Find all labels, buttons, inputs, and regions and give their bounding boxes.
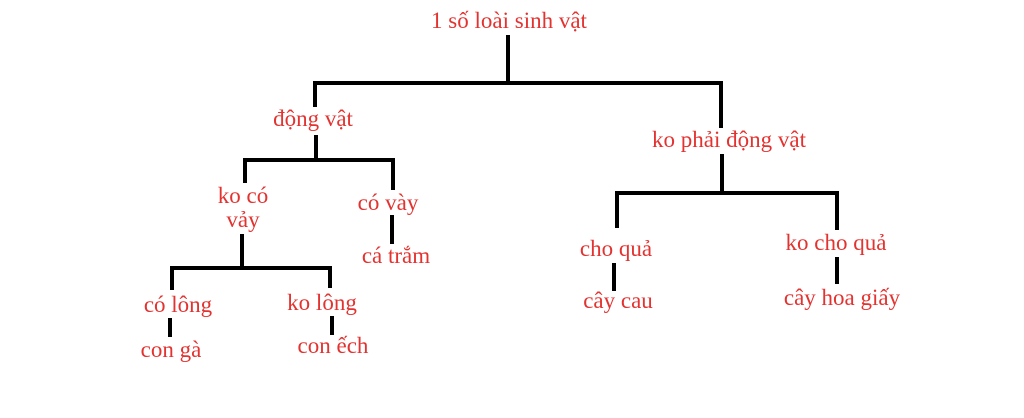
line-stem-co-vay [390, 215, 394, 244]
line-level1-horizontal [313, 81, 723, 85]
line-drop-ko-phai-dong-vat [719, 81, 723, 128]
line-drop-ko-long [328, 266, 332, 288]
node-ko-cho-qua: ko cho quả [785, 230, 887, 255]
line-drop-ko-co-vay [243, 158, 247, 183]
node-con-ga: con gà [140, 337, 202, 362]
node-cho-qua: cho quả [579, 236, 653, 261]
node-co-vay: có vày [357, 190, 419, 215]
line-stem-ko-cho-qua [835, 257, 839, 284]
line-ko-phai-horizontal [615, 191, 839, 195]
node-root: 1 số loài sinh vật [431, 8, 587, 33]
node-con-ech: con ếch [297, 333, 369, 358]
node-ko-long: ko lông [287, 290, 357, 315]
line-stem-ko-phai-dong-vat [720, 154, 724, 195]
node-co-long: có lông [143, 292, 213, 317]
line-ko-co-vay-horizontal [170, 266, 332, 270]
line-root-stem [506, 35, 510, 83]
line-stem-ko-long [330, 316, 334, 335]
line-stem-co-long [168, 318, 172, 337]
line-drop-ko-cho-qua [835, 191, 839, 230]
line-stem-ko-co-vay [240, 234, 244, 270]
line-drop-co-vay [391, 158, 395, 190]
line-drop-dong-vat [313, 81, 317, 107]
node-cay-cau: cây cau [583, 288, 653, 313]
node-dong-vat: động vật [273, 106, 353, 131]
node-ko-co-vay: ko có vảy [217, 183, 269, 233]
line-stem-dong-vat [314, 135, 318, 162]
node-cay-hoa-giay: cây hoa giấy [783, 285, 901, 310]
line-stem-cho-qua [612, 263, 616, 291]
line-dong-vat-horizontal [243, 158, 395, 162]
line-drop-co-long [170, 266, 174, 290]
node-ca-tram: cá trắm [361, 243, 431, 268]
node-ko-phai-dong-vat: ko phải động vật [652, 127, 806, 152]
line-drop-cho-qua [615, 191, 619, 228]
